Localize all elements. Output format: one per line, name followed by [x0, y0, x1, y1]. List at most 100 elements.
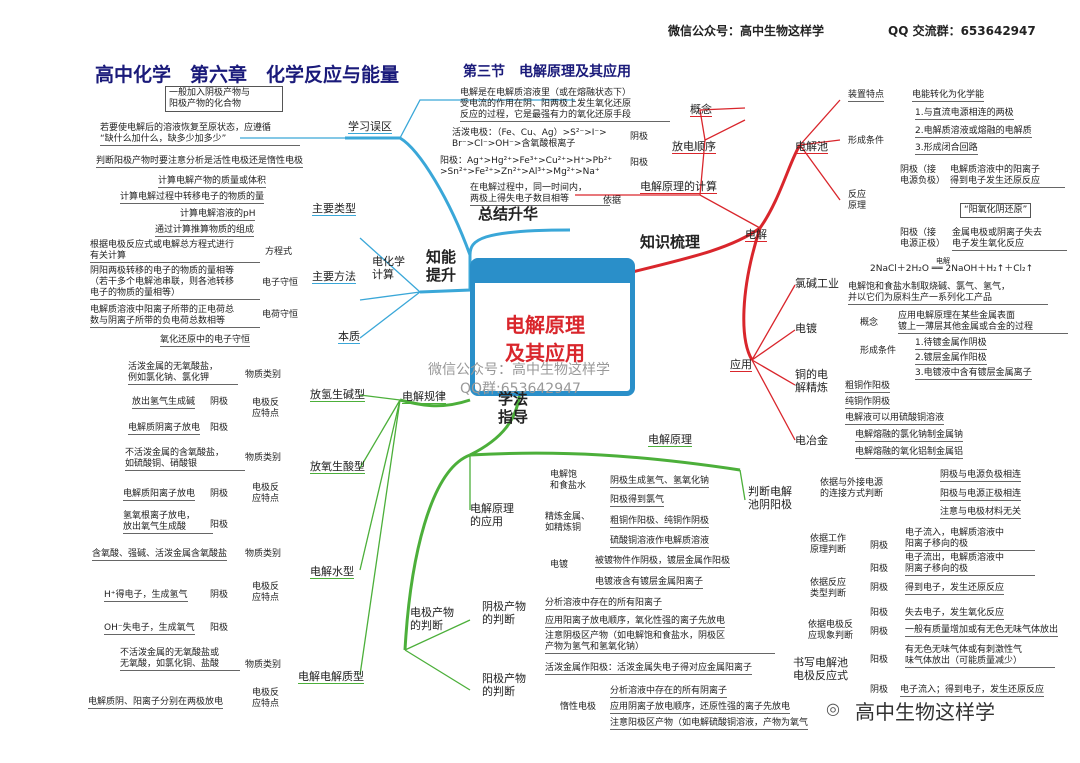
- refine-node: 精炼金属、 如精炼铜: [545, 512, 591, 533]
- cond-item-2: 3.形成闭合回路: [915, 143, 978, 155]
- h2-type-node: 放氢生碱型: [310, 388, 365, 402]
- judge-conn-item-2: 注意与电极材料无关: [940, 507, 1022, 519]
- plating-item-2: 3.电镀液中含有镀层金属离子: [915, 368, 1032, 380]
- methods-node: 主要方法: [312, 270, 356, 284]
- brine-item-0: 阴极生成氢气、氢氧化钠: [610, 476, 710, 488]
- h2-cathode-text: 放出氢气生成碱: [132, 397, 196, 409]
- refining-node: 铜的电 解精炼: [795, 368, 828, 394]
- method-charge-text: 电解质溶液中阳离子所带的正电荷总 数与阴离子所带的负电荷总数相等: [90, 305, 260, 328]
- smelting-node: 电冶金: [795, 434, 828, 447]
- plating-node: 电镀: [795, 322, 817, 335]
- refining-item-2: 电解液可以用硫酸铜溶液: [845, 413, 945, 425]
- plate-item-1: 电镀液含有镀层金属阳离子: [595, 577, 704, 589]
- branch-knowledge: 知识梳理: [640, 233, 701, 251]
- branch-ability: 知能 提升: [426, 248, 457, 284]
- apply-node: 电解原理 的应用: [470, 502, 514, 528]
- mnemonic-box: “阳氧化阴还原”: [960, 203, 1032, 218]
- mistake-1: 若要使电解后的溶液恢复至原状态，应遵循 “缺什么加什么，缺多少加多少”: [100, 123, 300, 146]
- qq-header: QQ 交流群：653642947: [888, 24, 1036, 38]
- judge-phen: 依据电极反 应现象判断: [808, 620, 854, 641]
- discharge-node: 放电顺序: [672, 140, 716, 154]
- smelting-item-1: 电解熔融的氧化铝制金属铝: [855, 447, 964, 459]
- chloralkali-node: 氯碱工业: [795, 277, 839, 290]
- refine-item-1: 硫酸铜溶液作电解质溶液: [610, 536, 710, 548]
- chloralkali-condition: 电解: [936, 257, 950, 265]
- o2-cathode-text: 电解质阳离子放电: [123, 489, 196, 501]
- watermark-center: 微信公众号：高中生物这样学: [428, 362, 610, 378]
- h2-anode-text: 电解质阴离子放电: [128, 423, 201, 435]
- center-title-line2: 及其应用: [505, 341, 585, 365]
- inert-electrode: 惰性电极: [560, 702, 597, 712]
- plate-node: 电镀: [550, 560, 569, 570]
- o2-anode: 阳极: [210, 520, 229, 530]
- water-cathode: 阴极: [210, 590, 229, 600]
- judge-conn-item-0: 阴极与电源负极相连: [940, 470, 1022, 482]
- water-material-text: 含氧酸、强碱、活泼金属含氧酸盐: [92, 549, 228, 561]
- refining-item-1: 纯铜作阴极: [845, 397, 891, 409]
- branch-summary: 总结升华: [478, 205, 539, 223]
- judge-work: 依据工作 原理判断: [810, 534, 847, 555]
- device-node: 装置特点: [848, 90, 885, 102]
- judge-phen-cathode: 阴极: [870, 627, 889, 637]
- anode-product-node: 阳极产物 的判断: [482, 672, 526, 698]
- plate-item-0: 被镀物件作阴极，镀层金属作阳极: [595, 556, 731, 568]
- anode-connection: 阳极（接 电源正极）: [900, 228, 946, 249]
- method-charge: 电荷守恒: [262, 310, 299, 320]
- essence-text: 氧化还原中的电子守恒: [160, 335, 251, 347]
- o2-material-text: 不活泼金属的含氧酸盐， 如硫酸铜、硝酸银: [125, 448, 245, 471]
- refining-item-0: 粗铜作阳极: [845, 381, 891, 393]
- discharge-cathode-label: 阴极: [630, 132, 649, 142]
- method-eq-text: 根据电极反应式或电解总方程式进行 有关计算: [90, 240, 260, 263]
- brine-item-1: 阳极得到氯气: [610, 495, 665, 507]
- judge-work-anode: 阳极: [870, 564, 889, 574]
- o2-type-node: 放氧生酸型: [310, 460, 365, 474]
- plating-item-1: 2.镀层金属作阳极: [915, 353, 987, 365]
- plating-conditions: 形成条件: [860, 346, 897, 356]
- calc-text: 在电解过程中，同一时间内， 两极上得失电子数目相等: [470, 183, 610, 206]
- watermark-qq: QQ群:653642947: [460, 381, 581, 397]
- h2-electrode-label: 电极反 应特点: [252, 398, 280, 419]
- page-title: 高中化学 第六章 化学反应与能量: [95, 64, 400, 86]
- judge-conn-item-1: 阳极与电源正极相连: [940, 489, 1022, 501]
- judge-rxn-cathode: 阴极: [870, 583, 889, 593]
- inert-item-1: 应用阴离子放电顺序，还原性强的离子先放电: [610, 702, 791, 714]
- concept-text: 电解是在电解质溶液里（或在熔融状态下） 受电流的作用在阴、阳两极上发生氧化还原 …: [460, 88, 670, 122]
- principle-node: 电解原理: [648, 433, 692, 447]
- center-card: 电解原理 及其应用: [470, 258, 635, 396]
- mistake-box: 一般加入阴极产物与 阳极产物的化合物: [165, 86, 283, 112]
- calc-node: 电解原理的计算: [640, 180, 717, 194]
- brine-node: 电解饱 和食盐水: [550, 470, 587, 491]
- mistake-2: 判断阳极产物时要注意分析是活性电极还是惰性电极: [96, 156, 304, 168]
- reaction-node: 反应 原理: [848, 190, 867, 211]
- judge-conn: 依据与外接电源 的连接方式判断: [820, 478, 884, 499]
- anode-order: 阳极：Ag⁺>Hg²⁺>Fe³⁺>Cu²⁺>H⁺>Pb²⁺ >Sn²⁺>Fe²⁺…: [440, 156, 613, 177]
- cathode-product-item-2: 注意阴极区产物（如电解饱和食盐水，阴极区 产物为氢气和氢氧化钠）: [545, 631, 775, 654]
- o2-anode-text: 氢氧根离子放电， 放出氧气生成酸: [123, 511, 213, 534]
- branch-method: 学法 指导: [498, 390, 529, 426]
- self-type-node: 电解电解质型: [298, 670, 364, 684]
- judge-rxn-anode: 阳极: [870, 608, 889, 618]
- method-econ: 电子守恒: [262, 278, 299, 288]
- plating-concept: 概念: [860, 318, 879, 328]
- essence-node: 本质: [338, 330, 360, 344]
- section-title: 第三节 电解原理及其应用: [463, 64, 631, 80]
- electrolysis-node: 电解: [745, 228, 767, 242]
- o2-electrode-label: 电极反 应特点: [252, 483, 280, 504]
- card-header-bar: [475, 263, 630, 283]
- water-cathode-text: H⁺得电子，生成氢气: [104, 590, 188, 602]
- application-node: 应用: [730, 358, 752, 372]
- plating-concept-text: 应用电解原理在某些金属表面 镀上一薄层其他金属或合金的过程: [898, 311, 1068, 334]
- water-anode: 阳极: [210, 623, 229, 633]
- products-node: 电极产物 的判断: [410, 606, 454, 632]
- cathode-product-item-0: 分析溶液中存在的所有阳离子: [545, 598, 663, 610]
- self-material-label: 物质类别: [245, 660, 282, 670]
- write-node: 书写电解池 电极反应式: [793, 656, 848, 682]
- h2-cathode: 阴极: [210, 397, 229, 407]
- judge-rxn-anode-text: 失去电子，发生氧化反应: [905, 608, 1005, 620]
- conditions-node: 形成条件: [848, 136, 885, 146]
- type-item-2: 计算电解溶液的pH: [180, 209, 256, 221]
- chloralkali-equation: 2NaCl＋2H₂O ══ 2NaOH＋H₂↑＋Cl₂↑: [870, 264, 1034, 274]
- judge-node: 判断电解 池阴阳极: [748, 485, 792, 511]
